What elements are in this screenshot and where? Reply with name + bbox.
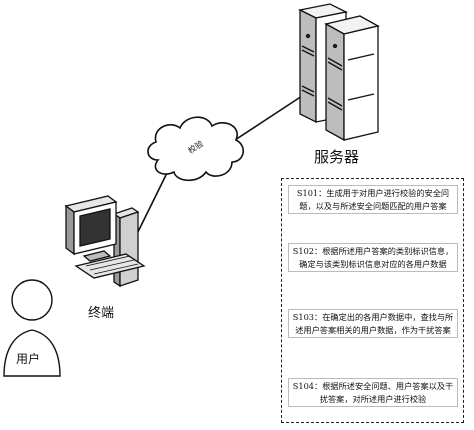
terminal-label: 终端 (88, 306, 115, 321)
step-s101: S101：生成用于对用户进行校验的安全问题，以及与所述安全问题匹配的用户答案 (288, 185, 458, 214)
step-s104: S104：根据所述安全问题、用户答案以及干扰答案，对所述用户进行校验 (288, 378, 458, 407)
step-s102: S102：根据所述用户答案的类别标识信息，确定与该类别标识信息对应的各用户数据 (288, 243, 458, 272)
user-label: 用户 (16, 352, 41, 366)
server-label: 服务器 (314, 148, 360, 166)
process-steps-box: S101：生成用于对用户进行校验的安全问题，以及与所述安全问题匹配的用户答案 S… (281, 178, 464, 423)
computer-icon (64, 195, 146, 288)
cloud-icon (147, 116, 244, 182)
server-icon (298, 3, 380, 142)
user-icon (3, 279, 61, 377)
step-s103: S103：在确定出的各用户数据中，查找与所述用户答案相关的用户数据，作为干扰答案 (288, 309, 458, 338)
cloud-server-link (231, 95, 303, 143)
